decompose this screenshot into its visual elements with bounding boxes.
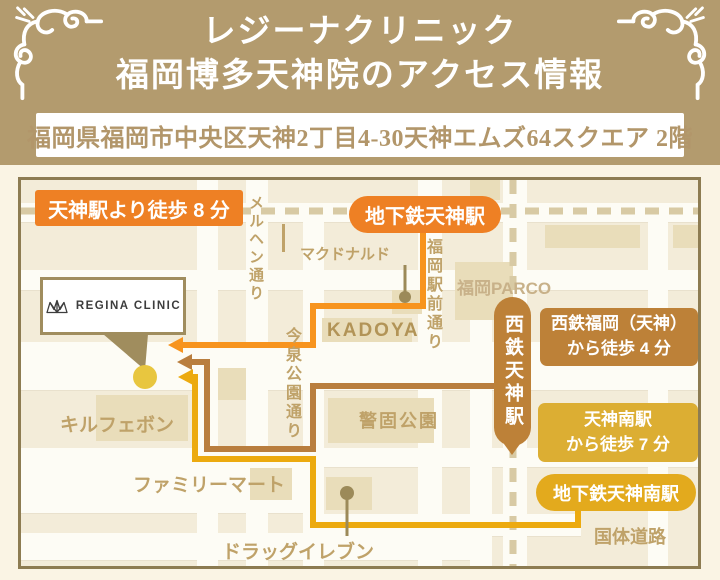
page-title-line2: 福岡博多天神院のアクセス情報 [115, 58, 605, 94]
label-fukuoka-ekimae-dori: 福岡駅前通り [424, 238, 441, 352]
label-merhen-dori: メルヘン通り [247, 195, 264, 303]
label-familymart: ファミリーマート [133, 475, 286, 496]
quil-fait-bon-building [96, 395, 188, 441]
route-from-chikatetsu-tenjin-minami [192, 374, 581, 528]
block-mid [218, 368, 246, 400]
badge-nishitetsu-walk4: 西鉄福岡（天神） から徒歩 4 分 [540, 308, 698, 366]
label-kego-koen: 警固公園 [359, 411, 439, 431]
label-imaizumi-koen-dori: 今泉公園通り [283, 327, 300, 441]
clinic-location-pin [133, 365, 157, 389]
page-title-line1: レジーナクリニック [202, 14, 518, 50]
label-drug-eleven: ドラッグイレブン [222, 542, 375, 563]
street-horizontal-4 [21, 448, 698, 467]
label-quil-fait-bon: キルフェボン [60, 415, 175, 436]
badge-tenjin-minami-walk7-line1: 天神南駅 [584, 409, 652, 429]
familymart-building [250, 468, 292, 500]
street-horizontal-2 [21, 270, 698, 290]
route-brown-arrow-icon [177, 354, 192, 370]
label-fukuoka-parco: 福岡PARCO [457, 279, 552, 298]
nishitetsu-pill-tail-icon [504, 444, 520, 455]
corner-flourish-icon [13, 6, 104, 101]
merhen-dori-tick [282, 224, 285, 252]
kego-park-block [328, 398, 434, 443]
badge-chikatetsu-tenjin-minami: 地下鉄天神南駅 [536, 474, 696, 511]
label-kokutai-doro: 国体道路 [594, 527, 666, 547]
mcdonalds-dot-icon [399, 291, 411, 303]
header: レジーナクリニック 福岡博多天神院のアクセス情報 福岡県福岡市中央区天神2丁目4… [0, 0, 720, 165]
street-vertical-5 [470, 290, 492, 566]
badge-nishitetsu-walk4-line2: から徒歩 4 分 [567, 339, 671, 358]
route-from-chikatetsu-tenjin [183, 232, 426, 348]
badge-nishitetsu-walk4-line1: 西鉄福岡（天神） [551, 314, 687, 334]
kadoya-building [322, 318, 412, 342]
badge-tenjin-minami-walk7-line2: から徒歩 7 分 [566, 434, 670, 454]
access-map: マクドナルド メルヘン通り 福岡駅前通り 今泉公園通り 福岡PARCO KADO… [18, 177, 701, 569]
label-kadoya: KADOYA [327, 320, 420, 341]
block-top-right [470, 180, 500, 200]
block-right-1 [545, 225, 640, 248]
route-orange-arrow-icon [168, 337, 183, 353]
label-mcdonalds: マクドナルド [300, 246, 391, 263]
badge-tenjin-minami-walk7: 天神南駅 から徒歩 7 分 [538, 403, 698, 462]
route-amber-arrow-icon [178, 369, 193, 385]
corner-flourish-icon [616, 6, 707, 101]
clinic-name: REGINA CLINIC [75, 300, 182, 312]
clinic-callout-box: REGINA CLINIC [40, 277, 186, 335]
address-bar: 福岡県福岡市中央区天神2丁目4-30天神エムズ64スクエア 2階 [27, 113, 693, 157]
badge-nishitetsu-tenjin-station: 西鉄天神駅 [494, 297, 531, 446]
clinic-pointer-icon [103, 334, 148, 370]
badge-chikatetsu-tenjin: 地下鉄天神駅 [349, 196, 501, 233]
clinic-address: 福岡県福岡市中央区天神2丁目4-30天神エムズ64スクエア 2階 [27, 125, 693, 152]
route-from-nishitetsu-tenjin [192, 359, 494, 452]
badge-tenjin-walk8: 天神駅より徒歩 8 分 [35, 190, 243, 226]
block-right-2 [673, 225, 698, 248]
drug-eleven-dot-icon [340, 486, 354, 500]
regina-crown-icon [46, 299, 68, 313]
